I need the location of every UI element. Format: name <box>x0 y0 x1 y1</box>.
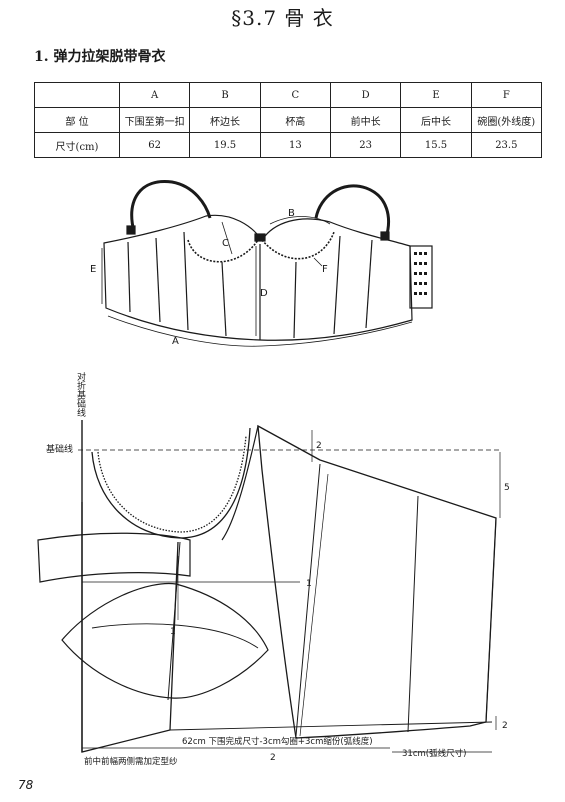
dim-label-2-top: 2 <box>316 441 322 451</box>
neckline-inner <box>97 435 247 533</box>
dimension-c <box>221 221 233 255</box>
left-strap-clip <box>126 225 136 235</box>
label-a: A <box>172 336 179 347</box>
dim-label-1-front: 1 <box>306 579 312 589</box>
garment-illustration <box>101 180 433 347</box>
left-strap <box>130 180 212 233</box>
dimension-a <box>107 315 413 347</box>
left-cup <box>187 239 259 263</box>
table-cell: 23.5 <box>470 132 543 158</box>
table-row: 尺寸(cm) 62 19.5 13 23 15.5 23.5 <box>34 132 543 158</box>
front-panel <box>81 502 179 753</box>
seam-line <box>407 495 419 733</box>
fold-line-label: 对折基础线 <box>75 371 86 417</box>
front-piece <box>82 428 252 540</box>
table-header-cell: E <box>400 82 472 108</box>
bone-line <box>333 235 341 335</box>
side-band <box>37 532 191 583</box>
table-header-cell: C <box>259 82 331 108</box>
cup-lining-lens <box>61 582 269 699</box>
bone-line <box>365 239 373 329</box>
bone-line <box>127 241 131 313</box>
back-panel <box>257 424 497 739</box>
table-cell: 15.5 <box>400 132 472 158</box>
dim-label-5: 5 <box>504 483 510 493</box>
dimension-f <box>313 257 323 267</box>
seam-line <box>295 463 321 737</box>
measurement-table: A B C D E F 部 位 下围至第一扣 杯边长 杯高 前中长 后中长 碗圈… <box>34 82 543 158</box>
pattern-draft <box>37 420 501 753</box>
hook-eyes <box>414 252 427 295</box>
table-cell: 碗圈(外线度) <box>470 107 543 133</box>
page-title: §3.7 骨 衣 <box>231 6 334 30</box>
bottom-base <box>169 721 493 731</box>
bone-line <box>155 237 161 323</box>
bone-line <box>183 231 189 331</box>
dim-label-2-bottom: 2 <box>270 753 276 763</box>
label-c: C <box>222 238 229 249</box>
center-front-gore <box>254 233 266 242</box>
seam-line <box>485 517 497 723</box>
base-line-label: 基础线 <box>46 443 73 455</box>
table-cell: 62 <box>118 132 191 158</box>
table-cell: 23 <box>329 132 402 158</box>
bottom-formula: 62cm 下围完成尺寸-3cm勾圈+3cm缩份(弧线度) <box>182 736 373 747</box>
label-e: E <box>90 264 96 275</box>
table-header-cell: B <box>189 82 261 108</box>
table-cell: 19.5 <box>189 132 261 158</box>
page-number: 78 <box>18 778 34 792</box>
bottom-note: 前中前幅两侧需加定型纱 <box>84 756 178 767</box>
dim-label-1-cup: 1 <box>170 627 176 637</box>
right-strap-clip <box>380 231 390 241</box>
right-cup <box>261 231 335 260</box>
table-cell: 杯高 <box>259 107 331 133</box>
bone-line <box>293 261 297 339</box>
back-panel-seam <box>221 425 259 541</box>
dim-label-2-right: 2 <box>502 721 508 731</box>
section-title: 1. 弹力拉架脱带骨衣 <box>34 49 166 65</box>
right-formula: 31cm(弧线尺寸) <box>402 748 466 759</box>
label-d: D <box>260 288 268 299</box>
table-header-cell: F <box>470 82 543 108</box>
hook-closure <box>409 245 433 309</box>
right-strap <box>314 184 390 239</box>
bone-line <box>221 261 227 337</box>
seam-line <box>299 473 329 737</box>
dimension-b <box>269 216 331 225</box>
label-f: F <box>322 264 328 275</box>
bodice-outline <box>103 214 413 341</box>
table-cell: 前中长 <box>329 107 402 133</box>
neckline-curve <box>91 427 251 539</box>
cup-lining-mid <box>91 623 259 649</box>
table-header-row: A B C D E F <box>34 82 543 108</box>
label-b: B <box>288 208 295 219</box>
table-header-cell: D <box>329 82 402 108</box>
table-cell: 下围至第一扣 <box>118 107 191 133</box>
